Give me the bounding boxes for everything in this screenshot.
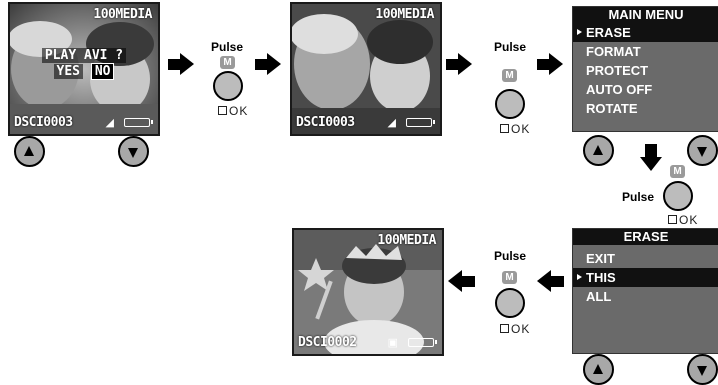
ok-label: OK <box>668 213 698 227</box>
lock-icon: ◢ <box>387 117 396 129</box>
menu-ok-button[interactable] <box>213 71 243 101</box>
menu-ok-button[interactable] <box>495 89 525 119</box>
menu-item-erase[interactable]: ERASE <box>573 23 718 42</box>
folder-name: 100MEDIA <box>375 7 434 22</box>
erase-menu-title: ERASE <box>573 229 718 245</box>
folder-name: 100MEDIA <box>377 233 436 248</box>
yes-option[interactable]: YES <box>53 64 83 79</box>
photo-girl-with-wand <box>294 230 442 354</box>
menu-ok-button[interactable] <box>495 288 525 318</box>
up-button[interactable] <box>583 135 614 166</box>
ok-label: OK <box>218 104 248 118</box>
up-button[interactable] <box>583 354 614 385</box>
playback-screen-result: 100MEDIA DSCI0002 ▣ <box>292 228 444 356</box>
folder-name: 100MEDIA <box>93 7 152 22</box>
ok-label: OK <box>500 122 530 136</box>
down-arrow-icon <box>128 147 138 158</box>
playback-screen-avi-prompt: 100MEDIA PLAY AVI ? YES NO DSCI0003 ◢ <box>8 2 160 136</box>
menu-item-this[interactable]: THIS <box>573 268 718 287</box>
menu-key-icon: M <box>220 56 235 69</box>
down-button[interactable] <box>687 135 718 166</box>
down-button[interactable] <box>118 136 149 167</box>
lock-icon: ◢ <box>105 117 114 129</box>
menu-item-rotate[interactable]: ROTATE <box>586 101 638 116</box>
down-button[interactable] <box>687 354 718 385</box>
menu-key-icon: M <box>502 69 517 82</box>
up-arrow-icon <box>24 145 34 156</box>
battery-icon <box>406 118 435 127</box>
down-arrow-icon <box>697 146 707 157</box>
main-menu: MAIN MENU ERASE FORMAT PROTECT AUTO OFF … <box>572 6 718 132</box>
file-name: DSCI0003 <box>296 115 355 130</box>
pulse-label: Pulse <box>494 40 527 54</box>
ok-label: OK <box>500 322 530 336</box>
battery-icon <box>408 338 437 347</box>
menu-key-icon: M <box>670 165 685 178</box>
pulse-label: Pulse <box>494 249 527 263</box>
up-arrow-icon <box>593 363 603 374</box>
file-name: DSCI0003 <box>14 115 73 130</box>
file-name: DSCI0002 <box>298 335 357 350</box>
menu-ok-button[interactable] <box>663 181 693 211</box>
photo-children <box>292 4 440 134</box>
image-icon: ▣ <box>387 337 398 349</box>
down-arrow-icon <box>640 144 662 174</box>
up-arrow-icon <box>593 144 603 155</box>
pulse-label: Pulse <box>622 190 655 204</box>
play-avi-prompt: PLAY AVI ? <box>10 48 158 63</box>
battery-icon <box>124 118 153 127</box>
playback-screen: 100MEDIA DSCI0003 ◢ <box>290 2 442 136</box>
menu-item-all[interactable]: ALL <box>586 289 612 304</box>
menu-item-format[interactable]: FORMAT <box>586 44 641 59</box>
menu-item-auto-off[interactable]: AUTO OFF <box>586 82 653 97</box>
menu-item-protect[interactable]: PROTECT <box>586 63 649 78</box>
no-option[interactable]: NO <box>90 63 115 80</box>
menu-item-exit[interactable]: EXIT <box>586 251 615 266</box>
main-menu-title: MAIN MENU <box>573 7 718 23</box>
pulse-label: Pulse <box>211 40 244 54</box>
down-arrow-icon <box>697 365 707 376</box>
up-button[interactable] <box>14 136 45 167</box>
erase-menu: ERASE EXIT THIS ALL <box>572 228 718 354</box>
menu-key-icon: M <box>502 271 517 284</box>
yes-no-options: YES NO <box>10 63 158 80</box>
